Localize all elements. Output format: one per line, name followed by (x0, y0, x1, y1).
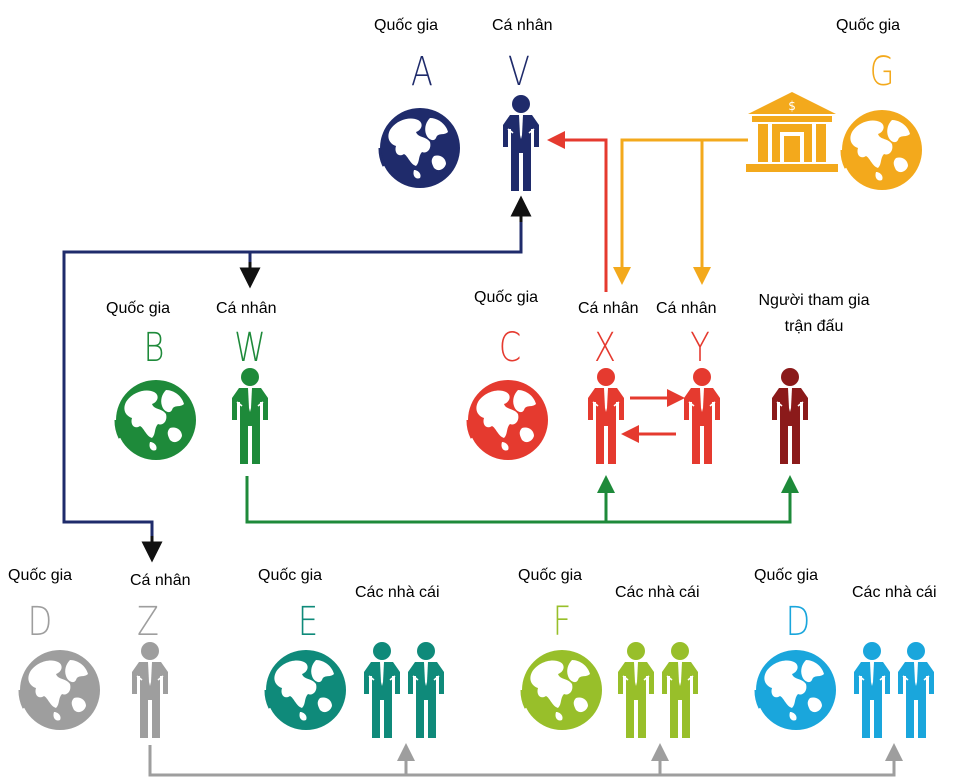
person-icon-bookmaker-e1 (363, 641, 401, 739)
node-letter-d2: D (785, 599, 811, 645)
globe-icon-b (114, 378, 198, 462)
person-icon-w (231, 367, 269, 465)
node-letter-z: Z (137, 599, 159, 645)
label-individual-x: Cá nhân (578, 299, 639, 319)
connector-v-w-z (62, 208, 523, 540)
label-individual-w: Cá nhân (216, 299, 277, 319)
label-country-b: Quốc gia (106, 299, 171, 319)
label-country-d2: Quốc gia (754, 566, 819, 586)
connector-w-x-player (245, 475, 799, 524)
node-letter-x: X (594, 325, 616, 371)
node-letter-b: B (143, 325, 165, 371)
globe-icon-d2 (754, 648, 838, 732)
person-icon-bookmaker-f2 (661, 641, 699, 739)
label-country-e: Quốc gia (258, 566, 323, 586)
person-icon-bookmaker-f1 (617, 641, 655, 739)
person-icon-x (587, 367, 625, 465)
globe-icon-c (466, 378, 550, 462)
label-match-player: Người tham gia trận đấu (752, 288, 876, 340)
person-icon-bookmaker-e2 (407, 641, 445, 739)
connector-z-bookmakers (148, 743, 903, 777)
globe-icon-d1 (18, 648, 102, 732)
connector-x-v (547, 131, 608, 292)
node-letter-y: Y (690, 325, 710, 371)
node-letter-v: V (508, 49, 530, 95)
node-letter-c: C (498, 325, 522, 371)
label-country-c: Quốc gia (474, 288, 539, 308)
globe-icon-e (264, 648, 348, 732)
node-letter-w: W (234, 325, 266, 371)
label-bookmakers-e: Các nhà cái (355, 583, 440, 603)
person-icon-v (502, 94, 540, 192)
label-individual-v: Cá nhân (492, 16, 553, 36)
label-bookmakers-f: Các nhà cái (615, 583, 700, 603)
connector-g-x (613, 138, 748, 285)
label-individual-z: Cá nhân (130, 571, 191, 591)
person-icon-match-player (771, 367, 809, 465)
node-letter-d1: D (27, 599, 53, 645)
label-country-a: Quốc gia (374, 16, 439, 36)
label-country-g: Quốc gia (836, 16, 901, 36)
person-icon-y (683, 367, 721, 465)
globe-icon-g (840, 108, 924, 192)
label-individual-y: Cá nhân (656, 299, 717, 319)
label-country-d1: Quốc gia (8, 566, 73, 586)
label-bookmakers-d2: Các nhà cái (852, 583, 937, 603)
person-icon-bookmaker-d2 (897, 641, 935, 739)
node-letter-g: G (869, 49, 895, 95)
node-letter-e: E (297, 599, 319, 645)
label-country-f: Quốc gia (518, 566, 583, 586)
node-letter-a: A (411, 49, 433, 95)
person-icon-bookmaker-d1 (853, 641, 891, 739)
person-icon-z (131, 641, 169, 739)
node-letter-f: F (552, 599, 572, 645)
globe-icon-f (520, 648, 604, 732)
globe-icon-a (378, 106, 462, 190)
bank-icon-g (746, 92, 838, 172)
